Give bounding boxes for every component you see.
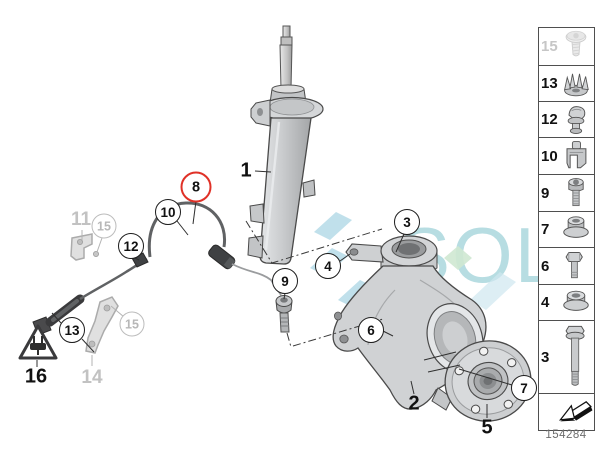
callout-11: 11 xyxy=(70,209,92,230)
callout-4: 4 xyxy=(315,253,341,279)
legend-item-number: 3 xyxy=(541,348,550,366)
spring-strut xyxy=(247,25,324,265)
legend-item-number: 9 xyxy=(541,184,550,202)
power-connector-warning-icon xyxy=(18,324,58,360)
callout-2: 2 xyxy=(408,392,420,415)
callout-15-upper: 15 xyxy=(91,213,117,239)
wheel-hub xyxy=(444,340,532,422)
legend-item-7: 7 xyxy=(539,212,594,248)
assembly-axis-lines xyxy=(245,220,384,348)
callout-13: 13 xyxy=(59,317,85,343)
legend-item-4: 4 xyxy=(539,285,594,321)
legend-item-10: 10 xyxy=(539,138,594,175)
legend-item-number: 12 xyxy=(541,111,558,128)
bracket-11 xyxy=(70,233,100,261)
legend-item-number: 15 xyxy=(541,38,558,55)
legend-item-number: 13 xyxy=(541,75,558,92)
part-number: 154284 xyxy=(545,429,587,441)
callout-15-lower: 15 xyxy=(119,311,145,337)
legend-item-number: 10 xyxy=(541,147,558,165)
callout-5: 5 xyxy=(481,416,493,439)
legend-item-number: 7 xyxy=(541,221,550,238)
legend-item-arrow xyxy=(539,394,594,430)
legend-item-9: 9 xyxy=(539,175,594,212)
callout-6: 6 xyxy=(358,317,384,343)
callout-1: 1 xyxy=(240,159,252,182)
legend-item-15: 15 xyxy=(539,28,594,66)
legend-item-13: 13 xyxy=(539,66,594,102)
leader-lines xyxy=(36,170,513,418)
callout-9: 9 xyxy=(272,268,298,294)
callout-3: 3 xyxy=(394,209,420,235)
callout-10: 10 xyxy=(155,199,181,225)
fastener-legend: 15 13 12 10 9 7 6 4 3 xyxy=(538,27,595,431)
legend-item-3: 3 xyxy=(539,321,594,394)
legend-item-12: 12 xyxy=(539,102,594,138)
callout-12: 12 xyxy=(118,233,144,259)
callout-14: 14 xyxy=(81,367,103,388)
callout-16: 16 xyxy=(24,365,48,388)
legend-item-number: 4 xyxy=(541,294,550,311)
callout-8: 8 xyxy=(180,171,212,203)
legend-item-number: 6 xyxy=(541,257,550,275)
legend-item-6: 6 xyxy=(539,248,594,285)
bracket-14 xyxy=(85,296,119,354)
callout-7: 7 xyxy=(511,375,537,401)
pinch-bolt xyxy=(275,295,293,333)
